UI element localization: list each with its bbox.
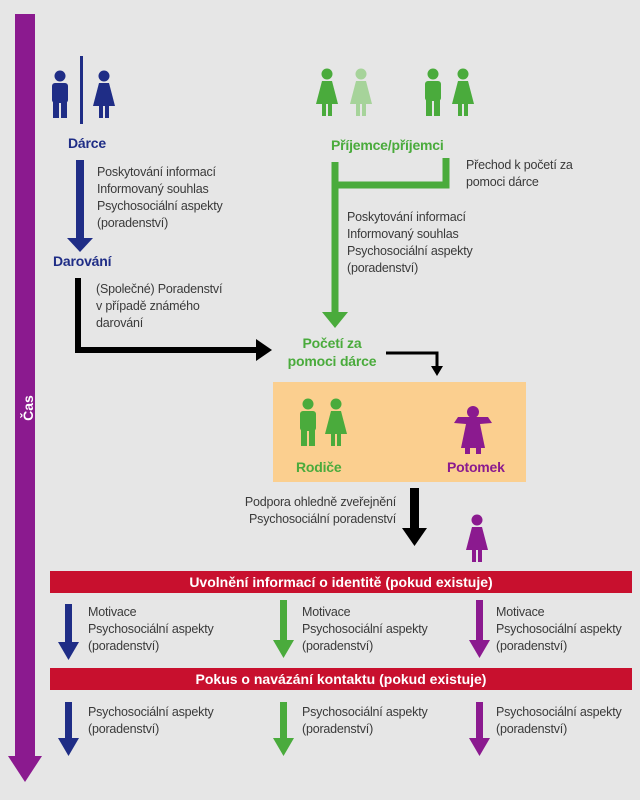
family-box: [273, 382, 526, 482]
conception-label: Početí za pomoci dárce: [282, 334, 382, 370]
stage1-recipient-text-line: Psychosociální aspekty: [302, 622, 428, 636]
stage2-recipient-arrow: [273, 702, 294, 756]
stage1-recipient-arrow: [273, 600, 294, 658]
donor-info-text-line: (poradenství): [97, 216, 169, 230]
stage2-donor-text-line: (poradenství): [88, 722, 160, 736]
donation-counsel-text-line: (Společné) Poradenství: [96, 282, 223, 296]
recipient-info-text-line: Psychosociální aspekty: [347, 244, 473, 258]
recipient-title: Příjemce/příjemci: [331, 137, 444, 153]
recipient-info-text-line: (poradenství): [347, 261, 419, 275]
stage1-recipient-text-line: (poradenství): [302, 639, 374, 653]
identity-release-header: Uvolnění informací o identitě (pokud exi…: [50, 571, 632, 593]
offspring-child-icon: [454, 406, 492, 454]
donor-info-text-line: Psychosociální aspekty: [97, 199, 223, 213]
donor-info-arrow: [67, 160, 93, 252]
stage1-offspring-arrow: [469, 600, 490, 658]
donation-counsel-text-line: darování: [96, 316, 144, 330]
donation-counsel-text: (Společné) Poradenství v případě známého d…: [96, 281, 222, 332]
recipient-info-text-line: Poskytování informací: [347, 210, 466, 224]
stage2-offspring-text-line: Psychosociální aspekty: [496, 705, 622, 719]
stage1-offspring-text-line: Psychosociální aspekty: [496, 622, 622, 636]
stage1-offspring-text-line: Motivace: [496, 605, 545, 619]
conception-to-family-arrow: [386, 351, 443, 376]
stage1-donor-arrow: [58, 604, 79, 660]
stage1-recipient-text-line: Motivace: [302, 605, 351, 619]
donor-info-text-line: Poskytování informací: [97, 165, 216, 179]
conception-label-line: Početí za: [302, 335, 362, 351]
stage2-recipient-text-line: (poradenství): [302, 722, 374, 736]
stage1-donor-text-line: Motivace: [88, 605, 137, 619]
donor-title: Dárce: [68, 135, 106, 151]
donation-counsel-text-line: v případě známého: [96, 299, 200, 313]
stage2-offspring-arrow: [469, 702, 490, 756]
stage2-recipient-text-line: Psychosociální aspekty: [302, 705, 428, 719]
recipient-transition-text-line: Přechod k početí za: [466, 158, 573, 172]
donor-divider: [80, 56, 83, 124]
stage1-donor-text-line: Psychosociální aspekty: [88, 622, 214, 636]
stage2-offspring-text: Psychosociální aspekty (poradenství): [496, 704, 622, 738]
disclosure-arrow: [402, 488, 427, 546]
stage2-recipient-text: Psychosociální aspekty (poradenství): [302, 704, 428, 738]
recipient-transition-text: Přechod k početí za pomoci dárce: [466, 157, 573, 191]
stage2-donor-text: Psychosociální aspekty (poradenství): [88, 704, 214, 738]
donation-label: Darování: [53, 253, 112, 269]
disclosure-text-line: Podpora ohledně zveřejnění: [244, 495, 396, 509]
recipient-transition-text-line: pomoci dárce: [466, 175, 539, 189]
donor-info-text-line: Informovaný souhlas: [97, 182, 209, 196]
stage1-offspring-text-line: (poradenství): [496, 639, 568, 653]
timeline-label: Čas: [20, 395, 36, 421]
stage2-donor-arrow: [58, 702, 79, 756]
recipient-info-arrow: [322, 158, 450, 328]
stage2-offspring-text-line: (poradenství): [496, 722, 568, 736]
contact-attempt-header: Pokus o navázání kontaktu (pokud existuj…: [50, 668, 632, 690]
conception-label-line: pomoci dárce: [287, 353, 377, 369]
recipient-info-text-line: Informovaný souhlas: [347, 227, 459, 241]
disclosure-text-line: Psychosociální poradenství: [249, 512, 396, 526]
stage2-donor-text-line: Psychosociální aspekty: [88, 705, 214, 719]
donation-arrow: [75, 278, 272, 361]
timeline-arrow: [8, 14, 42, 782]
stage1-donor-text-line: (poradenství): [88, 639, 160, 653]
offspring-label: Potomek: [447, 459, 505, 475]
parents-label: Rodiče: [296, 459, 342, 475]
